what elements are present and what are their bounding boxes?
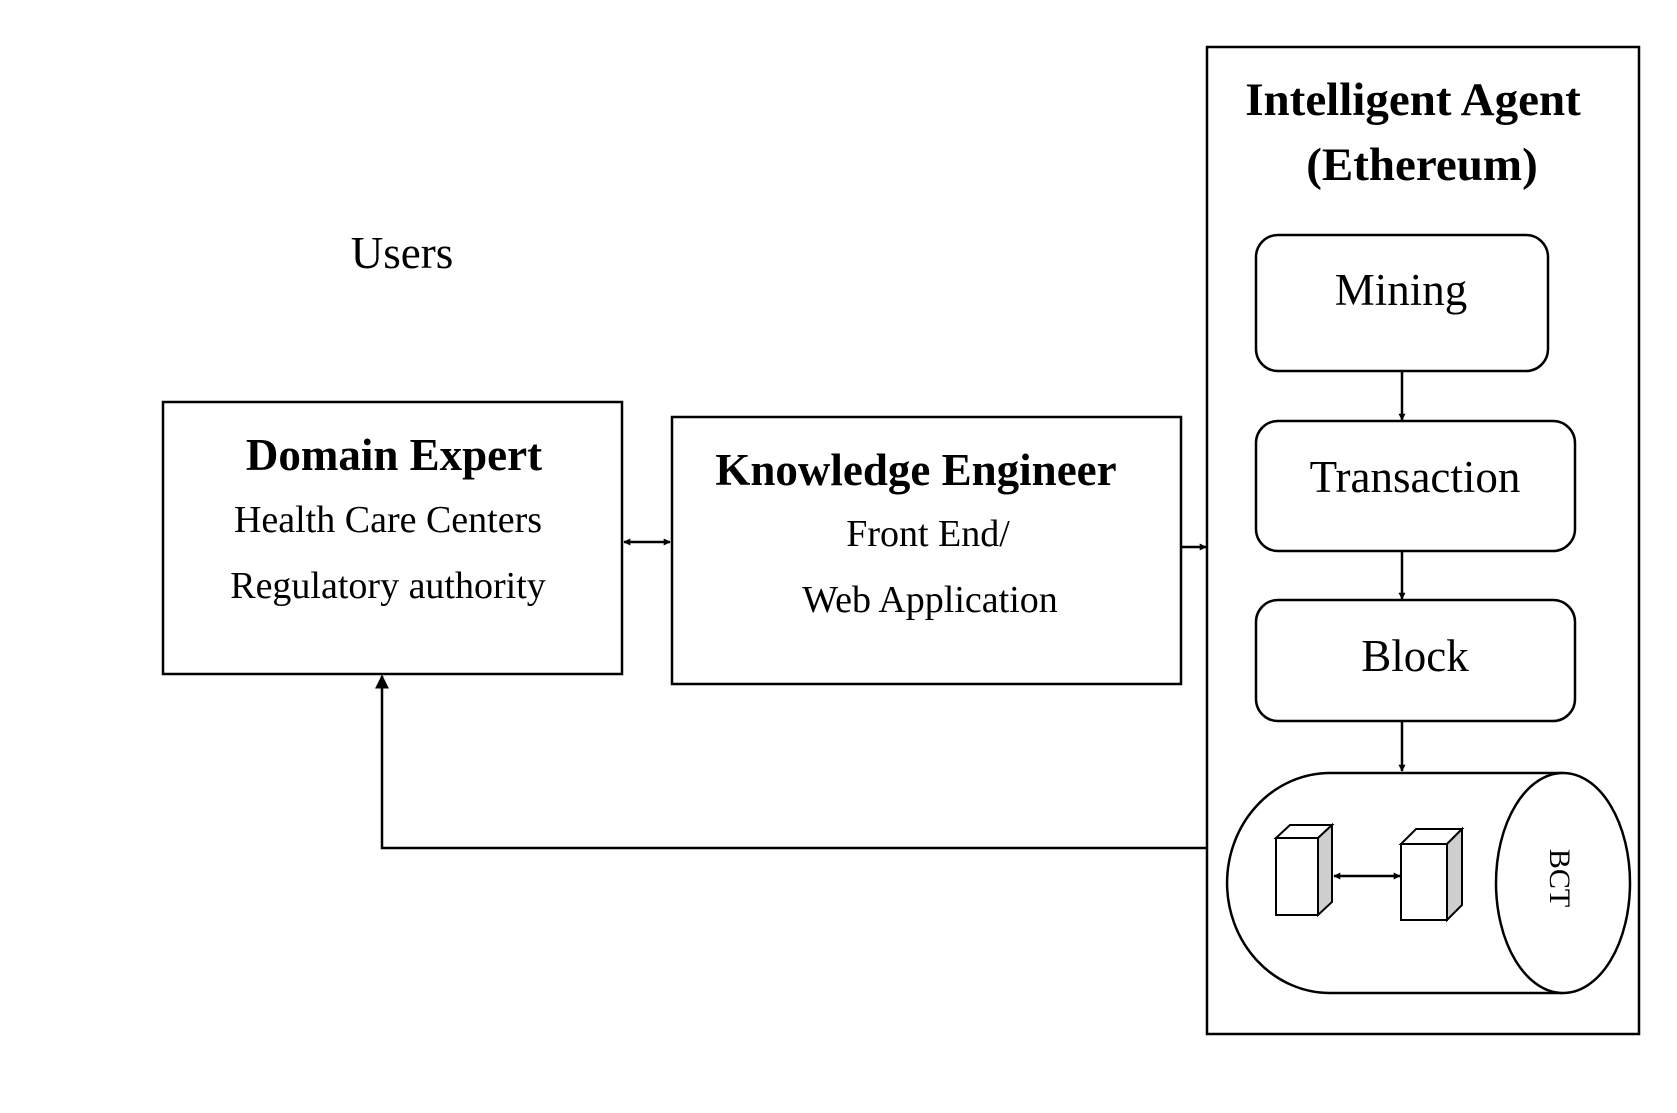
users-label: Users xyxy=(351,228,453,278)
transaction-step: Transaction xyxy=(1254,419,1577,553)
block-step: Block xyxy=(1254,598,1577,723)
domain-expert-title: Domain Expert xyxy=(246,430,542,480)
bct-label: BCT xyxy=(1543,849,1576,907)
domain-expert-box: Domain Expert Health Care Centers Regula… xyxy=(161,400,624,676)
blockchain-storage-cylinder: BCT xyxy=(1225,771,1632,995)
block-node-icon xyxy=(1398,826,1465,923)
knowledge-engineer-title: Knowledge Engineer xyxy=(715,445,1116,495)
intelligent-agent-subtitle: (Ethereum) xyxy=(1306,139,1537,191)
agent-feedback-arrow xyxy=(375,674,1207,850)
mining-label: Mining xyxy=(1335,265,1468,315)
domain-expert-line1: Health Care Centers xyxy=(234,499,542,541)
domain-expert-line2: Regulatory authority xyxy=(230,565,546,607)
intelligent-agent-title: Intelligent Agent xyxy=(1245,74,1581,126)
knowledge-engineer-line2: Web Application xyxy=(802,579,1058,621)
block-node-icon xyxy=(1273,822,1335,918)
mining-step: Mining xyxy=(1254,233,1550,373)
block-label: Block xyxy=(1361,631,1469,681)
transaction-label: Transaction xyxy=(1310,452,1521,502)
knowledge-engineer-box: Knowledge Engineer Front End/ Web Applic… xyxy=(670,415,1183,686)
knowledge-engineer-line1: Front End/ xyxy=(846,513,1010,555)
